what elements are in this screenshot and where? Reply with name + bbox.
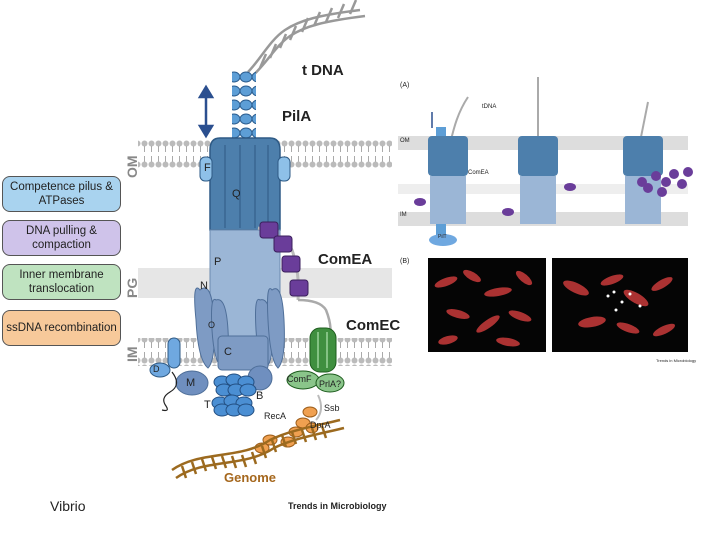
movement-arrow (197, 84, 215, 139)
label-comf: ComF (287, 374, 312, 384)
inset-fluorescence-left (428, 258, 546, 352)
pila-label: PilA (282, 108, 312, 125)
label-o: O (208, 320, 216, 330)
legend-label: ssDNA recombination (6, 322, 117, 334)
label-reca: RecA (264, 411, 287, 421)
label-f: F (204, 162, 211, 174)
label-dpra: DprA (310, 420, 331, 430)
label-m: M (186, 377, 196, 389)
protein-d (167, 337, 181, 369)
pg-label: PG (124, 277, 140, 298)
inset-panel-a (398, 77, 693, 246)
comec-label: ComEC (346, 317, 401, 334)
im-label: IM (124, 346, 140, 362)
legend-dna-pulling: DNA pulling & compaction (2, 220, 121, 256)
protein-d-tail (161, 371, 178, 412)
atpase-hexamer-upper (213, 373, 257, 397)
platform-c (217, 335, 269, 371)
inset-subpanel-1 (414, 96, 469, 246)
label-d: D (153, 364, 160, 374)
inset-comea-label: ComEA (468, 170, 489, 176)
protein-d-base (149, 362, 171, 378)
tdna-label: t DNA (302, 62, 344, 79)
comea-label: ComEA (318, 251, 373, 268)
alignment-n (194, 287, 215, 369)
inset-tdna-label: tDNA (482, 104, 497, 110)
pilus-diagram (138, 0, 392, 480)
legend-label: DNA pulling & compaction (26, 225, 97, 251)
inset-fluorescence-right (552, 258, 688, 352)
pilotin-f (199, 156, 213, 182)
secretin-q (209, 137, 281, 231)
label-b: B (256, 390, 264, 402)
main-credit: Trends in Microbiology (288, 501, 387, 511)
legend-inner-membrane: Inner membrane translocation (2, 264, 121, 300)
alignment-right2 (267, 288, 285, 369)
label-t: T (204, 399, 211, 411)
label-p: P (214, 256, 222, 268)
label-c: C (224, 346, 232, 358)
inset-om-label: OM (400, 138, 410, 144)
inset-panel-a-label: (A) (400, 82, 410, 89)
inset-subpanel-3 (623, 101, 693, 224)
label-n: N (200, 280, 208, 292)
genome-label: Genome (224, 470, 277, 485)
genome-helix (171, 418, 345, 480)
tdna-helix (247, 0, 366, 79)
inset-figure: (A) tDNA ComEA OM IM PilT (B) (398, 72, 718, 372)
comea-cluster (257, 221, 309, 301)
pilotin-f-right (277, 156, 291, 182)
comec-channel (309, 327, 337, 373)
label-ssb: Ssb (324, 403, 340, 413)
legend-label: Competence pilus & ATPases (10, 181, 113, 207)
prla (315, 373, 345, 393)
inset-credit: Trends in Microbiology (656, 358, 697, 363)
om-label: OM (124, 155, 140, 178)
inset-im-label: IM (400, 212, 407, 218)
caption-vibrio: Vibrio (50, 498, 86, 514)
label-q: Q (232, 188, 241, 200)
legend-label: Inner membrane translocation (19, 269, 104, 295)
legend-competence-pilus: Competence pilus & ATPases (2, 176, 121, 212)
atpase-hexamer-lower (211, 394, 255, 417)
inset-panel-b-label: (B) (400, 258, 410, 265)
inset-subpanel-2 (502, 77, 576, 224)
label-prla: PrlA? (319, 379, 342, 389)
legend-ssdna-recombination: ssDNA recombination (2, 310, 121, 346)
inset-pilt-label: PilT (438, 234, 447, 240)
